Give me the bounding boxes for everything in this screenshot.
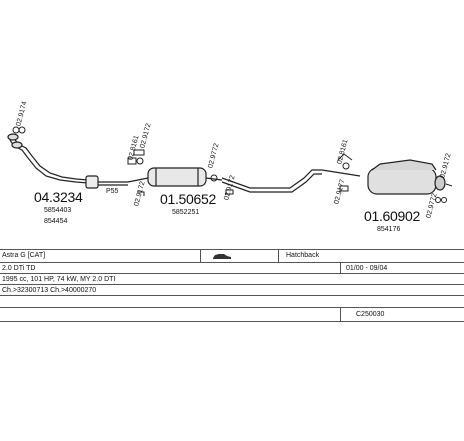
rear-silencer-drawing <box>321 159 446 195</box>
exhaust-system-diagram <box>7 126 453 203</box>
car-icon <box>213 254 231 259</box>
chassis-range: Ch.>32300713 Ch.>40000270 <box>2 287 97 294</box>
rear-silencer-ref: 854176 <box>377 226 401 233</box>
catalog-code: C250030 <box>356 311 385 318</box>
fitting-parts <box>12 126 453 203</box>
front-pipe-ref-2: 854454 <box>44 218 68 225</box>
part-number-middle-silencer: 01.50652 <box>160 191 216 207</box>
middle-silencer-ref: 5852251 <box>172 209 200 216</box>
middle-silencer-drawing <box>127 167 223 187</box>
model-name: Astra G [CAT] <box>2 252 46 259</box>
front-pipe-ref-1: 5854403 <box>44 207 72 214</box>
part-number-rear-silencer: 01.60902 <box>364 208 420 224</box>
engine: 2.0 DTi TD <box>2 265 36 272</box>
production-years: 01/00 - 09/04 <box>346 265 388 272</box>
connecting-pipe-drawing <box>221 169 322 193</box>
vehicle-info-table: Astra G [CAT] Hatchback 2.0 DTi TD 01/00… <box>0 249 464 331</box>
body-type: Hatchback <box>286 252 320 259</box>
front-pipe-drawing <box>7 133 128 189</box>
part-number-front-pipe: 04.3234 <box>34 189 83 205</box>
engine-specs: 1995 cc, 101 HP, 74 kW, MY 2.0 DTI <box>2 276 116 283</box>
flange-marker: P55 <box>106 188 119 195</box>
